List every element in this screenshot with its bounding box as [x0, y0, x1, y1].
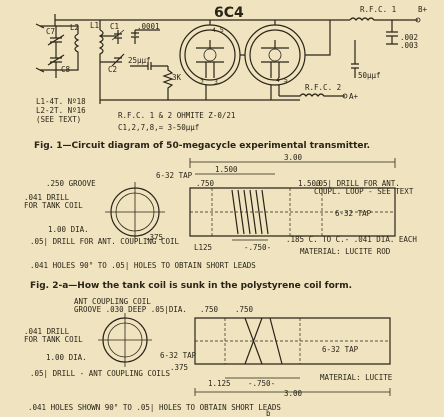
label-rfc1: R.F.C. 1: [360, 5, 396, 14]
tube-2: [244, 24, 306, 86]
fig2b-tap1: 6-32 TAP: [160, 351, 197, 360]
label-50uuf: 50μμf: [358, 71, 381, 80]
fig2a-drill-ant-2: COUPL. LOOP - SEE TEXT: [314, 187, 414, 196]
label-caps: C1,2,7,8,= 3-50μμf: [118, 123, 199, 132]
fig2a-drill-tank-2: FOR TANK COIL: [24, 201, 83, 210]
label-rfc2: R.F.C. 2: [305, 83, 341, 92]
fig2a-caption: Fig. 2-a—How the tank coil is sunk in th…: [30, 281, 352, 291]
label-aplus: A+: [349, 92, 359, 101]
fig2a-dim-overall: 3.00: [284, 153, 303, 162]
label-3k: 3K: [172, 73, 182, 82]
fig2b-holes-note: .041 HOLES SHOWN 90° TO .05| HOLES TO OB…: [28, 403, 281, 412]
label-pin-45a: 4 5: [212, 26, 224, 34]
fig2a-tap2: 6-32 TAP: [335, 209, 372, 218]
fig2b-750b: .750: [235, 305, 254, 314]
fig2b-groove: GROOVE .030 DEEP .05|DIA.: [74, 305, 187, 314]
fig2b-750a: .750: [200, 305, 219, 314]
fig2b-drill-tank: .041 DRILL: [24, 327, 70, 336]
fig2b-750c: -.750-: [248, 379, 275, 388]
fig2a-125: L125: [194, 243, 212, 252]
fig2b-drill-tank-2: FOR TANK COIL: [24, 335, 83, 344]
label-coil-l2: L2-2T. Nº16: [36, 106, 86, 115]
fig2b-drill-ant: .05| DRILL - ANT COUPLING COILS: [30, 369, 170, 378]
tube-label: 6C4: [214, 5, 244, 21]
coil-form-fig2a: 3.00 1.500 .750 1.500 6-32 TAP .250 GROO…: [24, 153, 417, 270]
fig2a-ant-coil: .05| DRILL FOR ANT. COUPLING COIL: [30, 237, 179, 246]
fig2a-material: MATERIAL: LUCITE ROD: [300, 247, 391, 256]
l2-coil: [74, 33, 80, 58]
label-c1: C1: [110, 22, 119, 31]
fig2b-dim-overall: 3.00: [284, 389, 303, 398]
fig2b-125: 1.125: [208, 379, 231, 388]
fig2a-dim-1500b: 1.500: [298, 179, 321, 188]
label-002: .002: [400, 33, 418, 42]
label-c1-value: .0001: [137, 22, 160, 31]
label-003: .003: [400, 41, 418, 50]
fig2a-drill-ant: .05| DRILL FOR ANT.: [314, 179, 400, 188]
fig2b-tap2: 6-32 TAP: [322, 345, 359, 354]
label-pin-45b: 4 5: [276, 76, 288, 84]
fig2a-drill-tank: .041 DRILL: [24, 193, 70, 202]
label-l2: L2: [70, 23, 79, 32]
fig2a-dia: 1.00 DIA.: [48, 225, 89, 234]
l1-coil: [98, 29, 104, 62]
label-bplus: B+: [418, 5, 428, 14]
label-pin-3: 3: [214, 78, 218, 86]
label-coil-l1: L1-4T. Nº18: [36, 97, 86, 106]
fig2a-375: .375: [145, 233, 163, 242]
fig2a-holes-note: .041 HOLES 90° TO .05| HOLES TO OBTAIN S…: [30, 261, 256, 270]
label-c2: C2: [108, 65, 117, 74]
fig1-caption: Fig. 1—Circuit diagram of 50-megacycle e…: [34, 141, 370, 151]
tube-1: [179, 24, 241, 86]
circuit-diagram: 6C4: [35, 5, 428, 132]
fig2a-tap1: 6-32 TAP: [156, 171, 193, 180]
coil-form-fig2b: ANT COUPLING COIL GROOVE .030 DEEP .05|D…: [24, 297, 393, 417]
label-pin-2: 2: [200, 78, 204, 86]
fig2a-groove: .250 GROOVE: [46, 179, 96, 188]
label-rfc-note: R.F.C. 1 & 2 OHMITE Z-0/21: [118, 111, 235, 120]
fig2b-sub-label: b: [266, 409, 271, 417]
fig2a-dim-750: .750: [196, 179, 215, 188]
fig2a-holes-each: .185 C. TO C.- .041 DIA. EACH: [286, 235, 417, 244]
label-coil-see-text: (SEE TEXT): [36, 115, 81, 124]
fig2b-375: .375: [170, 363, 188, 372]
fig2b-dia: 1.00 DIA.: [46, 353, 87, 362]
label-c7: C7: [46, 27, 55, 36]
label-25uuf: 25μμf: [128, 56, 151, 65]
fig2a-750b: -.750-: [244, 243, 271, 252]
fig2b-ant-coil: ANT COUPLING COIL: [74, 297, 151, 306]
label-l1: L1: [90, 21, 99, 30]
label-c8: C8: [61, 65, 71, 74]
fig2b-material: MATERIAL: LUCITE: [320, 373, 393, 382]
fig2a-dim-1500: 1.500: [215, 165, 238, 174]
